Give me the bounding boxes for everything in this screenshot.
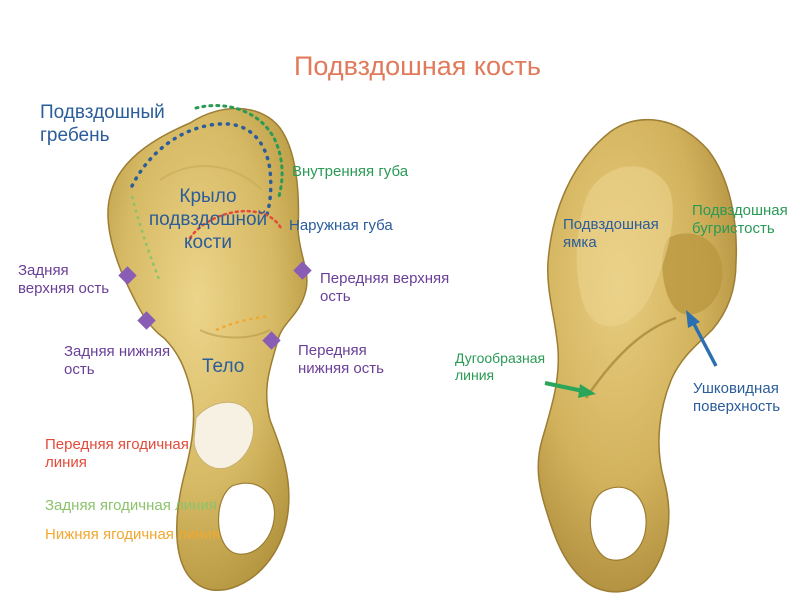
label-ais-line2: нижняя ость: [298, 360, 384, 377]
iliac-fossa-area: [576, 166, 673, 327]
label-pis-line2: ость: [64, 361, 95, 378]
label-body: Тело: [202, 356, 245, 377]
label-tuberosity-line2: бугристость: [692, 220, 775, 237]
label-iliac-crest-line1: Подвздошный: [40, 102, 165, 123]
right-obturator-foramen: [589, 486, 647, 561]
label-arcuate-line2: линия: [455, 366, 495, 383]
label-ais-line1: Передняя: [298, 342, 367, 359]
inferior-gluteal-line: [215, 314, 271, 332]
label-iliac-fossa: Подвздошная ямка: [563, 216, 659, 252]
label-arcuate-line: Дугообразная линия: [455, 350, 545, 384]
posterior-gluteal-line: [130, 195, 162, 283]
label-pss-line1: Задняя: [18, 262, 69, 279]
arcuate-ridge: [584, 316, 677, 399]
inner-lip-line: [194, 104, 284, 202]
marker-posterior-superior-spine: [118, 266, 137, 285]
label-iliac-tuberosity: Подвздошная бугристость: [692, 202, 788, 238]
marker-anterior-inferior-spine: [262, 331, 281, 350]
label-anterior-superior-spine: Передняя верхняя ость: [320, 270, 449, 306]
page-title: Подвздошная кость: [294, 51, 541, 81]
label-posterior-gluteal-line: Задняя ягодичная линия: [45, 497, 217, 514]
label-wing-line3: кости: [184, 231, 232, 253]
label-auricular-surface: Ушковидная поверхность: [693, 380, 780, 416]
label-anterior-gluteal-line: Передняя ягодичная линия: [45, 436, 189, 472]
auricular-surface-arrow: [686, 310, 718, 367]
label-posterior-inferior-spine: Задняя нижняя ость: [64, 343, 170, 379]
label-fossa-line1: Подвздошная: [563, 216, 659, 233]
wing-shading: [159, 165, 263, 191]
label-wing-line2: подвздошной: [148, 208, 268, 230]
right-bone: [537, 118, 738, 593]
left-bone-outline: [107, 107, 308, 592]
label-wing-line1: Крыло: [179, 186, 237, 207]
label-ass-line1: Передняя верхняя: [320, 270, 450, 287]
label-pss-line2: верхняя ость: [18, 280, 110, 297]
acetabulum: [193, 401, 254, 470]
label-agl-line1: Передняя ягодичная: [45, 436, 189, 453]
obturator-foramen: [217, 482, 276, 555]
body-shading: [199, 329, 271, 339]
label-inner-lip: Внутренняя губа: [292, 163, 409, 180]
label-pis-line1: Задняя нижняя: [64, 343, 171, 360]
label-outer-lip: Наружная губа: [289, 217, 393, 234]
label-auricular-line2: поверхность: [693, 398, 781, 415]
label-iliac-crest: Подвздошный гребень: [40, 102, 165, 148]
iliac-crest-dots: [130, 122, 273, 220]
marker-anterior-superior-spine: [293, 261, 312, 280]
label-auricular-line1: Ушковидная: [693, 380, 779, 397]
label-inferior-gluteal-line: Нижняя ягодичная линия: [45, 526, 220, 543]
label-iliac-crest-line2: гребень: [40, 124, 110, 146]
auricular-area: [662, 233, 723, 315]
label-posterior-superior-spine: Задняя верхняя ость: [18, 262, 109, 298]
label-tuberosity-line1: Подвздошная: [692, 202, 788, 219]
label-wing: Крыло подвздошной кости: [146, 186, 270, 254]
left-bone: [107, 107, 308, 592]
label-ass-line2: ость: [320, 288, 351, 305]
anterior-gluteal-line: [188, 209, 284, 240]
label-arcuate-line1: Дугообразная: [455, 350, 546, 366]
label-agl-line2: линия: [45, 454, 87, 471]
marker-posterior-inferior-spine: [137, 311, 156, 330]
label-anterior-inferior-spine: Передняя нижняя ость: [298, 342, 384, 378]
label-fossa-line2: ямка: [563, 234, 597, 251]
arcuate-line-arrow: [544, 381, 596, 398]
